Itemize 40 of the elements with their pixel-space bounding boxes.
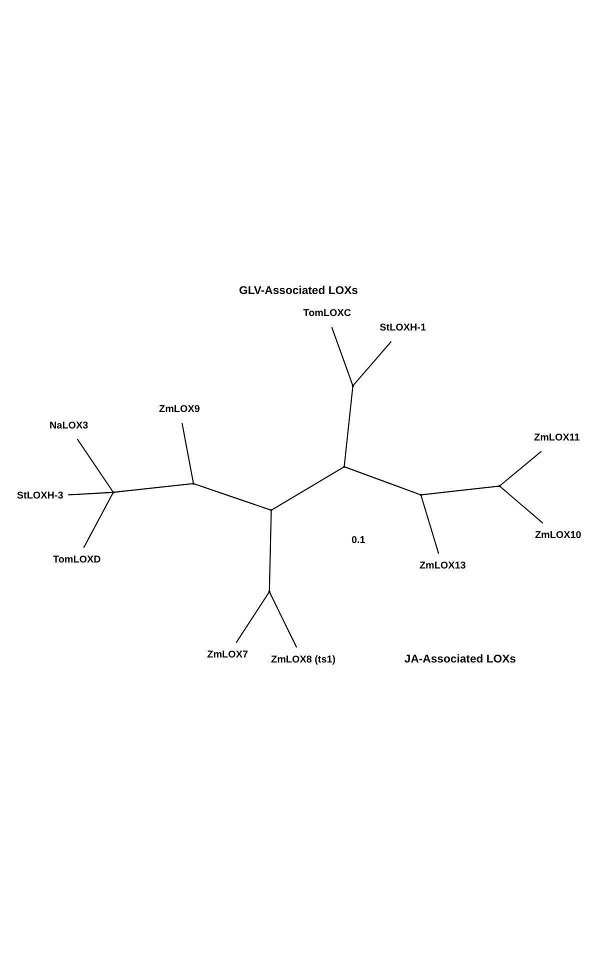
node-text: ZmLOX9: [159, 404, 200, 416]
node-point: [268, 590, 270, 593]
connector: [353, 341, 392, 386]
connector: [269, 592, 298, 648]
node-text: StLOXH-3: [16, 490, 64, 502]
node-text: ZmLOX11: [534, 432, 580, 444]
node-point: [192, 482, 195, 485]
node-text: ZmLOX7: [207, 650, 248, 661]
connector: [76, 438, 114, 492]
connector: [331, 326, 354, 386]
connector: [68, 492, 112, 496]
label: 0.1: [352, 535, 366, 546]
connector: [83, 492, 114, 548]
connector: [344, 466, 420, 496]
connector: [182, 422, 194, 483]
label: JA-Associated LOXs: [404, 653, 516, 666]
connector: [500, 450, 542, 486]
node-point: [343, 466, 346, 468]
node-point: [498, 484, 501, 488]
connector: [268, 511, 272, 591]
node-point: [352, 384, 354, 387]
node-text: TomLOXD: [53, 554, 101, 566]
diagram-title: GLV-Associated LOXs: [239, 285, 358, 298]
connector: [344, 386, 354, 466]
node-text: TomLOXC: [303, 308, 352, 319]
node-text: ZmLOX8 (ts1): [271, 654, 336, 666]
node-point: [270, 509, 272, 512]
connector: [236, 592, 270, 643]
node-point: [420, 494, 422, 496]
connector: [422, 486, 499, 496]
node-point: [112, 491, 114, 494]
connector: [114, 483, 193, 493]
connector: [500, 486, 544, 524]
connector: [194, 483, 271, 510]
node-text: NaLOX3: [50, 420, 88, 432]
connector: [272, 466, 344, 510]
node-text: ZmLOX10: [534, 530, 582, 542]
node-text: StLOXH-1: [380, 322, 426, 334]
connector: [420, 496, 440, 554]
node-text: ZmLOX13: [419, 560, 466, 572]
